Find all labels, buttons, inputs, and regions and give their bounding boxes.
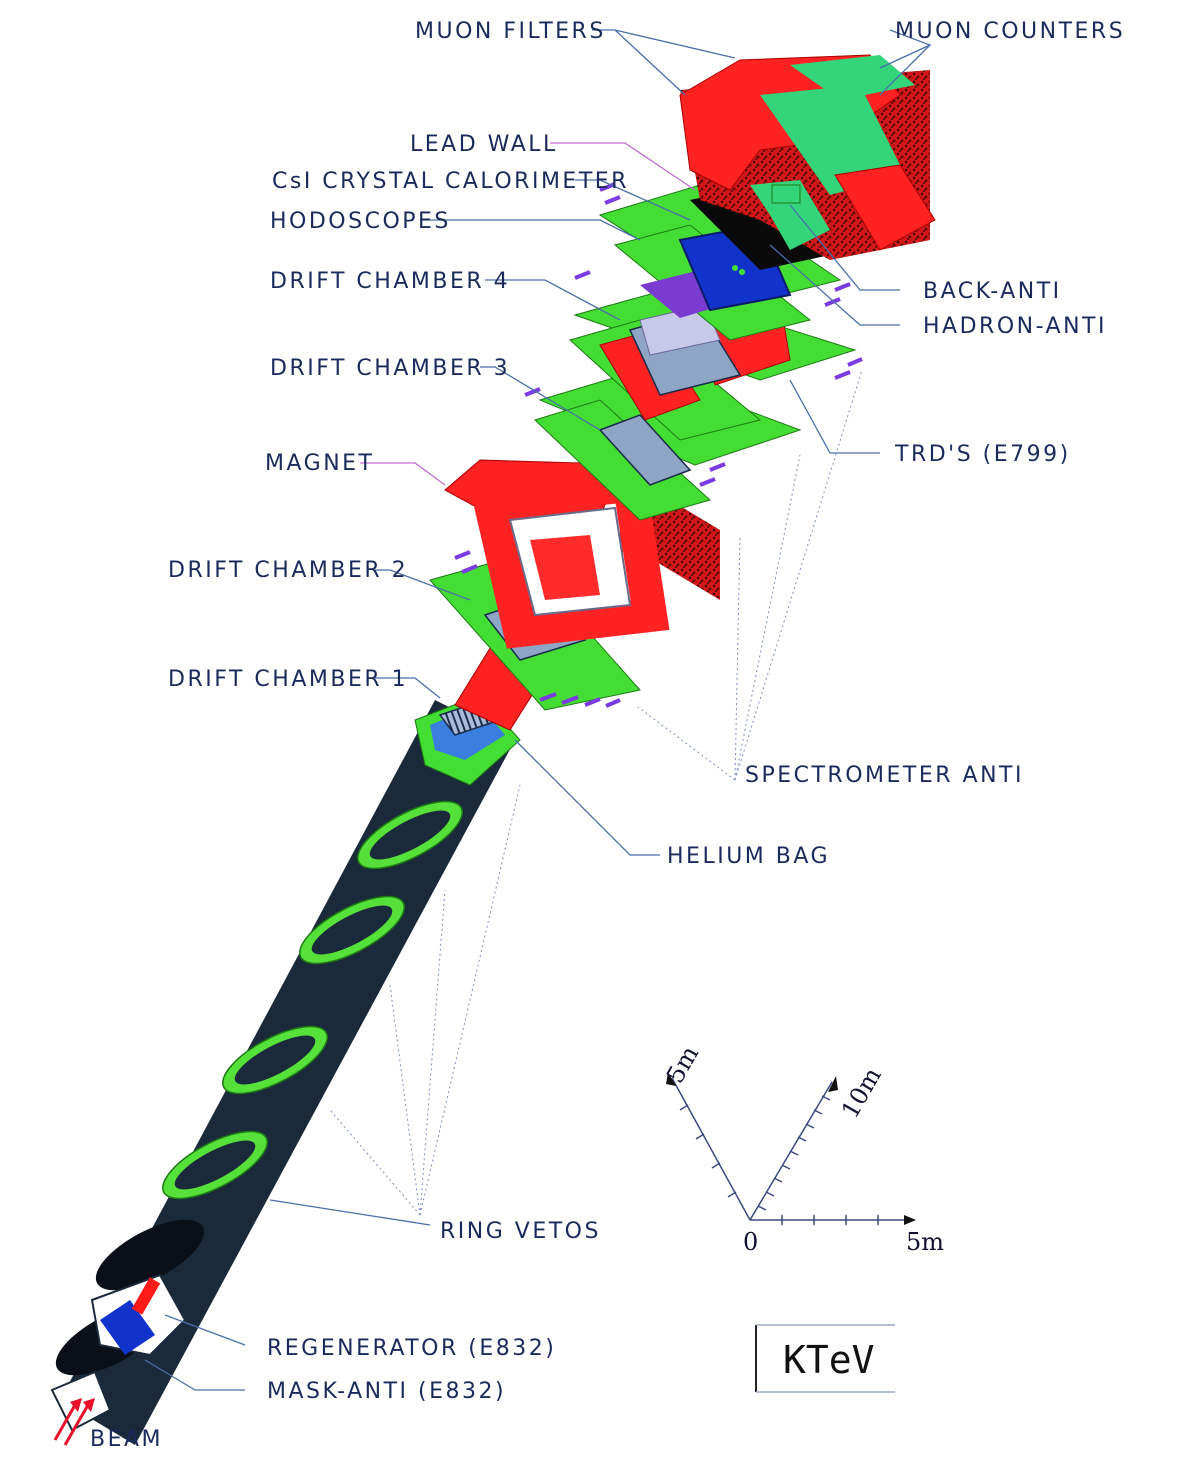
muon-counter-front bbox=[760, 85, 905, 195]
label-muon-counters: MUON COUNTERS bbox=[895, 19, 1125, 44]
ring-vetos bbox=[162, 800, 463, 1200]
ring-veto-4-inner bbox=[174, 1140, 256, 1190]
label-spectrometer-anti: SPECTROMETER ANTI bbox=[745, 763, 1024, 788]
label-magnet: MAGNET bbox=[265, 451, 375, 476]
scale-up-right-label: 10m bbox=[836, 1063, 887, 1123]
label-mask-anti: MASK-ANTI (E832) bbox=[267, 1379, 506, 1404]
label-trds: TRD'S (E799) bbox=[894, 442, 1071, 467]
label-helium-bag: HELIUM BAG bbox=[667, 844, 830, 869]
scale-ticks bbox=[679, 1095, 879, 1225]
scale-axes: 0 5m 10m 5m bbox=[661, 1041, 944, 1256]
regenerator-blue-block bbox=[100, 1300, 155, 1355]
label-csi-calorimeter: CsI CRYSTAL CALORIMETER bbox=[272, 169, 629, 194]
ring-veto-1-inner bbox=[369, 810, 451, 860]
scale-axis-up-left bbox=[671, 1077, 751, 1221]
label-ring-vetos: RING VETOS bbox=[440, 1219, 601, 1244]
ktev-logo: KTeV bbox=[755, 1324, 895, 1393]
ring-veto-2-inner bbox=[311, 905, 393, 955]
label-lead-wall: LEAD WALL bbox=[410, 132, 558, 157]
label-drift-chamber-3: DRIFT CHAMBER 3 bbox=[270, 356, 510, 381]
label-hodoscopes: HODOSCOPES bbox=[270, 209, 451, 234]
muon-filter-lower bbox=[834, 164, 936, 251]
spectrometer-anti-guides bbox=[329, 369, 863, 1216]
scale-origin-label: 0 bbox=[743, 1228, 758, 1256]
scale-right-label: 5m bbox=[906, 1228, 944, 1256]
label-drift-chamber-2: DRIFT CHAMBER 2 bbox=[168, 558, 408, 583]
beam-arrows bbox=[53, 1398, 95, 1446]
label-muon-filters: MUON FILTERS bbox=[415, 19, 606, 44]
label-regenerator: REGENERATOR (E832) bbox=[267, 1336, 556, 1361]
label-hadron-anti: HADRON-ANTI bbox=[923, 314, 1107, 339]
dc2-purple-ticks bbox=[454, 550, 621, 708]
label-back-anti: BACK-ANTI bbox=[923, 279, 1062, 304]
leader-lines bbox=[144, 29, 932, 1391]
regenerator-red-bar bbox=[131, 1277, 161, 1315]
ring-veto-3-inner bbox=[234, 1035, 316, 1085]
muon-system bbox=[679, 54, 936, 260]
upstream-ring-1 bbox=[95, 1219, 205, 1291]
ktev-logo-text: KTeV bbox=[783, 1338, 875, 1382]
label-beam: BEAM bbox=[90, 1427, 163, 1452]
label-drift-chamber-4: DRIFT CHAMBER 4 bbox=[270, 269, 510, 294]
label-drift-chamber-1: DRIFT CHAMBER 1 bbox=[168, 667, 408, 692]
